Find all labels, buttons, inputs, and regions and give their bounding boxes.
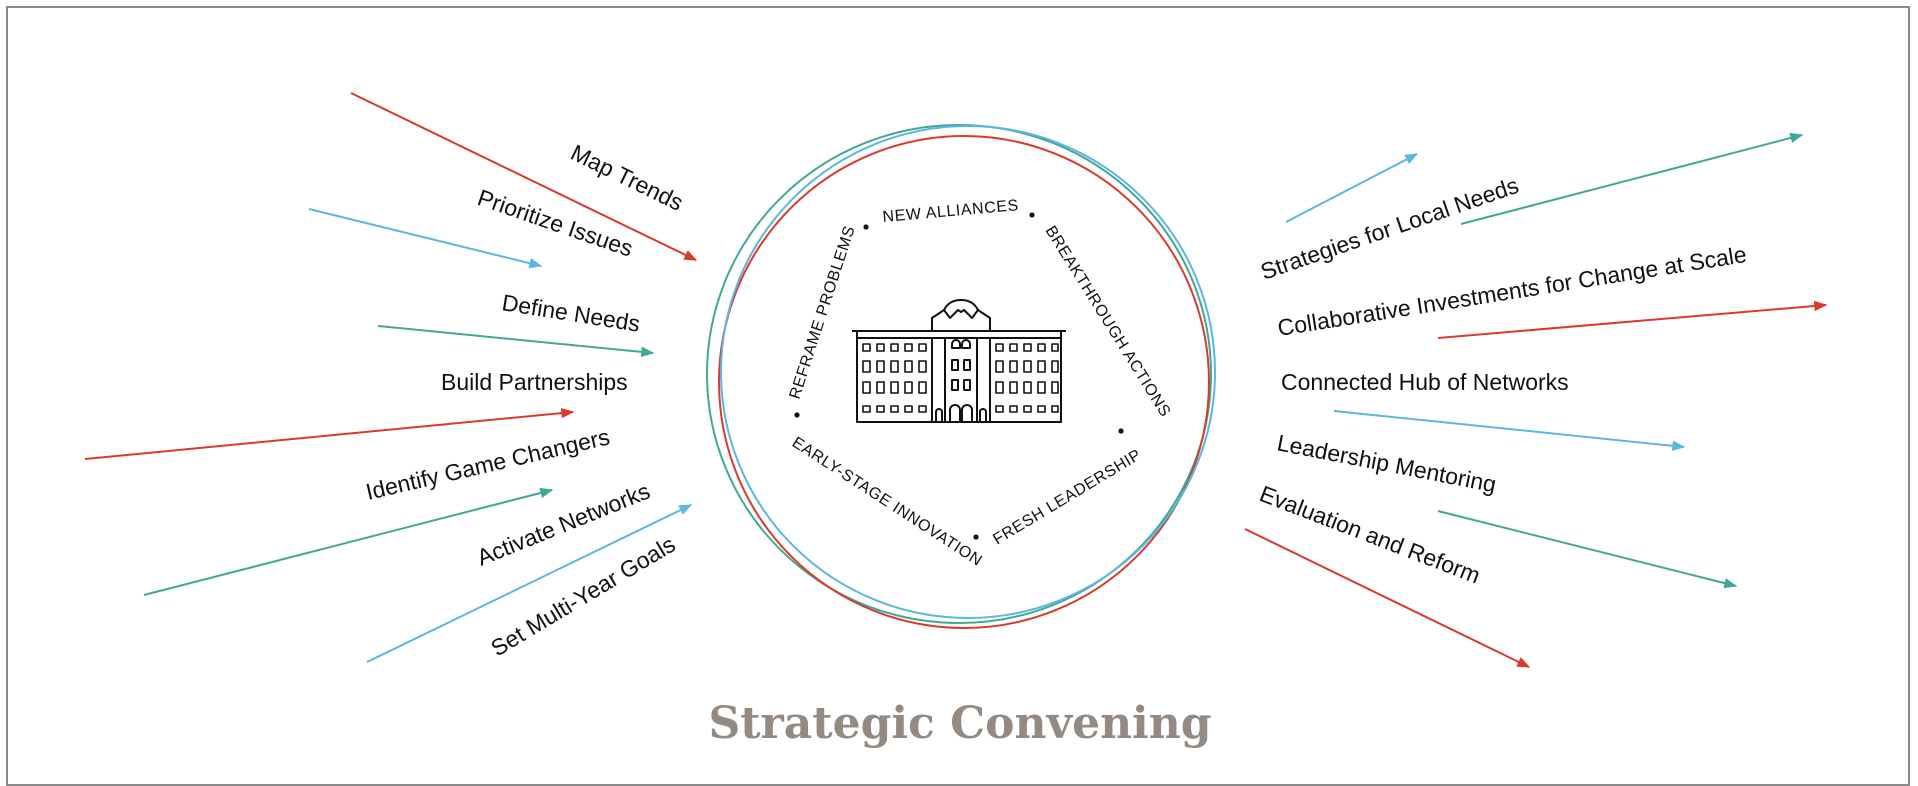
center-rings [706,124,1216,629]
page-title: Strategic Convening [708,698,1211,749]
arrow-evaluation-reform [1437,510,1738,589]
label-strategies-local-needs: Strategies for Local Needs [1257,172,1522,285]
right-arrows [1244,132,1828,668]
arrow-leadership-mentoring [1333,410,1686,451]
label-map-trends: Map Trends [567,139,688,216]
ring-label-reframe-problems: REFRAME PROBLEMS [787,224,859,402]
label-leadership-mentoring: Leadership Mentoring [1275,429,1498,497]
arrow-collaborative-investments [1460,132,1804,225]
label-connected-hub: Connected Hub of Networks [1281,369,1569,395]
ring-dot [863,224,869,230]
ring-blue [720,125,1216,619]
label-identify-game-changers: Identify Game Changers [363,423,612,504]
ring-label-new-alliances: NEW ALLIANCES [882,197,1020,226]
label-prioritize-issues: Prioritize Issues [474,184,636,261]
ring-dot [794,412,800,418]
ring-teal [706,124,1212,624]
arrow-activate-networks [366,504,693,663]
label-evaluation-reform: Evaluation and Reform [1256,480,1484,588]
arrow-evaluation-reform-red [1244,528,1531,668]
ring-dot [1029,212,1035,218]
left-labels: Map Trends Prioritize Issues Define Need… [363,139,687,661]
ring-label-fresh-leadership: FRESH LEADERSHIP [990,446,1144,548]
label-define-needs: Define Needs [500,289,642,336]
arrow-connected-hub [1437,300,1828,339]
arrow-strategies-local-needs [1285,153,1419,223]
ring-dot [973,534,979,540]
ring-label-early-stage-innovation: EARLY-STAGE INNOVATION [789,434,985,570]
arrow-prioritize-issues [308,208,543,269]
ring-dot [1118,428,1124,434]
label-build-partnerships: Build Partnerships [441,369,628,395]
arrow-identify-game-changers [143,487,554,596]
arrow-map-trends [350,92,698,261]
building-icon [852,299,1066,423]
arrow-define-needs [377,325,655,358]
right-labels: Strategies for Local Needs Collaborative… [1256,172,1748,589]
left-arrows [84,92,698,663]
ring-labels: NEW ALLIANCES BREAKTHROUGH ACTIONS FRESH… [787,197,1174,570]
ring-red [718,135,1210,629]
arrow-build-partnerships [84,407,575,460]
